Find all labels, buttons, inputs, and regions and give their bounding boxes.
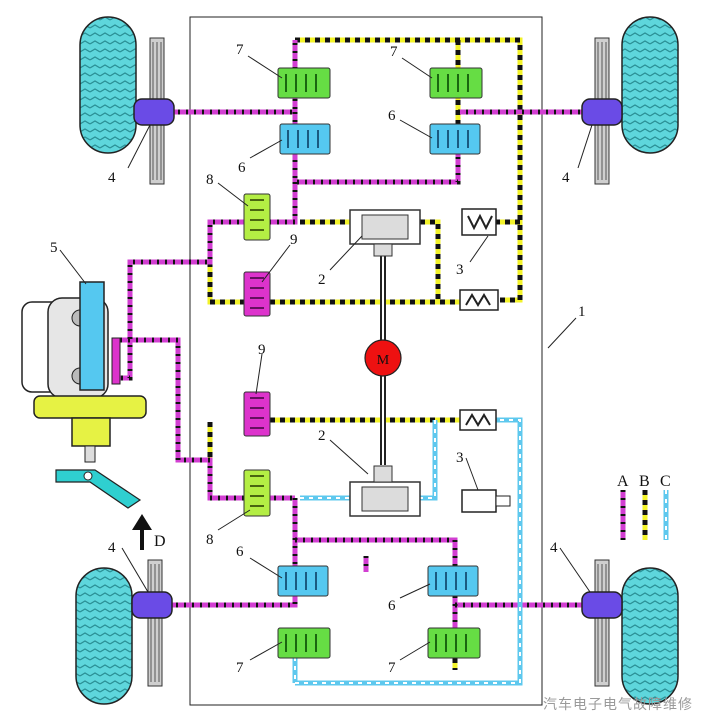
callout-9-bottom: 9 [258, 342, 266, 358]
callout-4-fr: 4 [562, 170, 570, 186]
valve-8-bottom [243, 469, 271, 517]
callout-4-rr: 4 [550, 540, 558, 556]
valve-7-top-right [429, 67, 483, 99]
watermark: 汽车电子电气故障维修 [543, 697, 693, 713]
callout-1-ecu: 1 [578, 304, 586, 320]
wheel-rear-left [75, 559, 173, 705]
accumulator-top [461, 208, 497, 236]
valve-6-top-right [429, 123, 481, 155]
wheel-front-right [581, 16, 679, 185]
pump-motor [364, 339, 402, 377]
callout-7-bl: 7 [236, 660, 244, 676]
valve-6-bottom-right [427, 565, 479, 597]
callout-3-top: 3 [456, 262, 464, 278]
legend [620, 490, 669, 540]
legend-a-label: A [617, 473, 629, 490]
callout-7-tr: 7 [390, 44, 398, 60]
wheel-front-left [79, 16, 175, 185]
callout-8-bottom: 8 [206, 532, 214, 548]
line-c-circuit [292, 417, 523, 686]
motor-label: M [377, 353, 390, 368]
valve-6-top-left [279, 123, 331, 155]
callout-5-master: 5 [50, 240, 58, 256]
valve-6-bottom-left [277, 565, 329, 597]
callout-6-br: 6 [388, 598, 396, 614]
reservoir-bottom [459, 409, 497, 431]
accumulator-bottom [461, 489, 511, 513]
callout-8-top: 8 [206, 172, 214, 188]
brake-pedal [55, 469, 142, 509]
callout-2-bottom: 2 [318, 428, 326, 444]
callout-9-top: 9 [290, 232, 298, 248]
callout-4-fl: 4 [108, 170, 116, 186]
callout-2-top: 2 [318, 272, 326, 288]
line-a-circuit [112, 40, 585, 648]
callout-4-rl: 4 [108, 540, 116, 556]
valve-9-top [243, 271, 271, 317]
legend-c-label: C [660, 473, 671, 490]
pump-top [349, 209, 421, 257]
pump-bottom [349, 465, 421, 517]
valve-7-top-left [277, 67, 331, 99]
callout-6-tl: 6 [238, 160, 246, 176]
pedal-label: D [154, 533, 166, 550]
master-cylinder-booster [21, 281, 147, 463]
ecu-frame [189, 16, 543, 706]
callout-7-br: 7 [388, 660, 396, 676]
valve-8-top [243, 193, 271, 241]
callout-6-bl: 6 [236, 544, 244, 560]
wheel-rear-right [581, 559, 679, 705]
callout-6-tr: 6 [388, 108, 396, 124]
callout-3-bottom: 3 [456, 450, 464, 466]
leader-lines [59, 55, 593, 661]
valve-7-bottom-left [277, 627, 331, 659]
pedal-force-arrow [132, 514, 152, 550]
valve-7-bottom-right [427, 627, 481, 659]
line-b-circuit [207, 37, 523, 670]
callout-7-tl: 7 [236, 42, 244, 58]
callout-labels: 7 7 6 6 8 9 2 3 1 4 4 5 9 2 3 8 4 4 6 6 … [50, 42, 586, 676]
legend-b-label: B [639, 473, 650, 490]
reservoir-top [459, 289, 499, 311]
valve-9-bottom [243, 391, 271, 437]
